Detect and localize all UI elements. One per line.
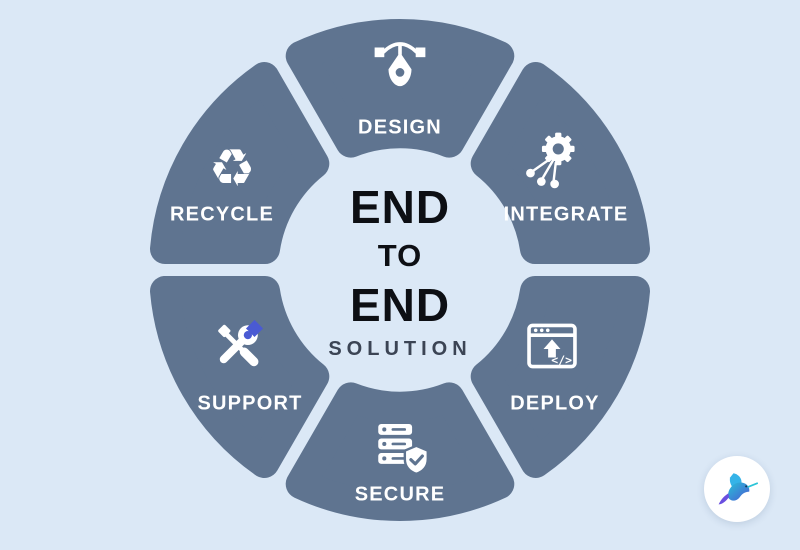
center-line-end-top: END: [349, 181, 451, 233]
segment-label-deploy: DEPLOY: [510, 392, 600, 415]
segment-label-design: DESIGN: [358, 116, 442, 139]
hummingbird-logo: [718, 473, 758, 505]
center-headline: END TO END SOLUTION: [328, 181, 471, 363]
segment-support-shape: [150, 276, 330, 478]
segment-secure-shape: [285, 382, 515, 521]
center-line-to: TO: [377, 238, 423, 273]
segment-deploy-shape: [470, 276, 650, 478]
segment-label-secure: SECURE: [354, 483, 446, 506]
center-line-solution: SOLUTION: [328, 338, 472, 360]
segment-label-recycle: RECYCLE: [170, 203, 274, 226]
segment-label-support: SUPPORT: [197, 392, 303, 415]
segment-label-integrate: INTEGRATE: [503, 203, 629, 226]
segment-recycle-shape: [150, 62, 330, 264]
logo-badge: [704, 456, 770, 522]
segment-design-shape: [285, 19, 515, 158]
center-line-end-bottom: END: [349, 279, 451, 331]
